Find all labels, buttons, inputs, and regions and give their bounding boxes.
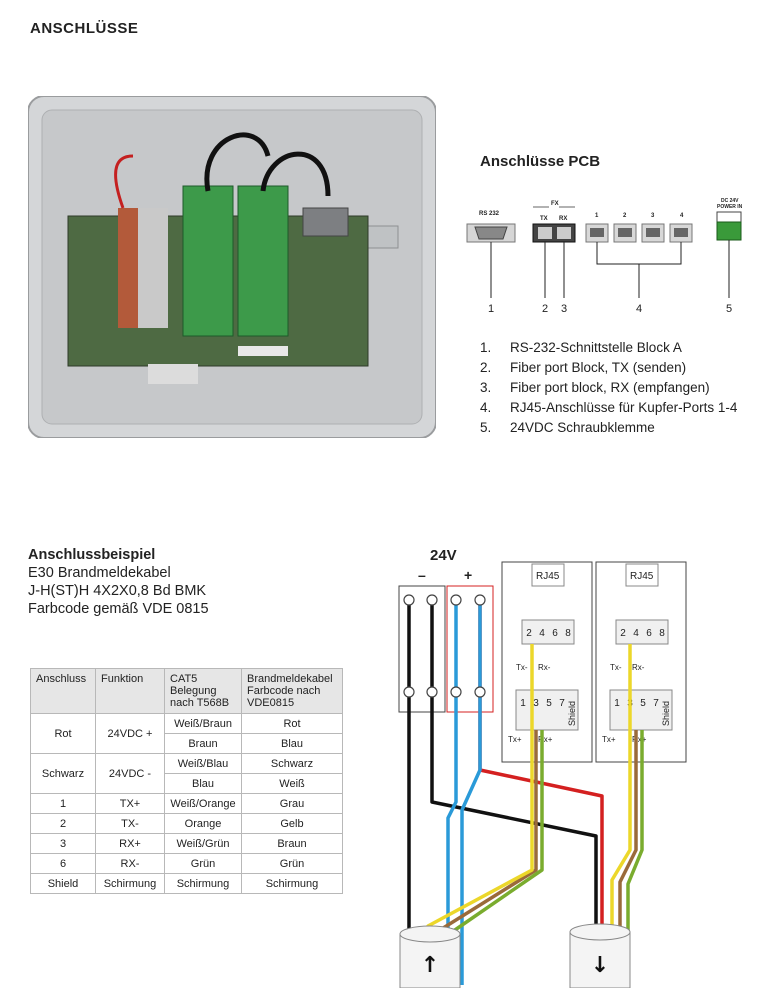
minus-label: – [418,567,426,583]
dc-label: DC 24V [721,198,739,204]
port-3-label: 3 [651,213,655,219]
svg-text:4: 4 [539,628,545,639]
svg-text:Shield: Shield [567,701,577,726]
example-heading: Anschlussbeispiel [28,547,156,563]
svg-text:8: 8 [659,628,665,639]
pcb-connector-diagram: RS 232 FX TX RX 1 2 3 4 DC 24V POWER IN … [466,198,743,315]
callout-1: 1 [488,303,494,315]
svg-text:7: 7 [559,698,565,709]
svg-text:3: 3 [533,698,539,709]
svg-text:Tx+: Tx+ [602,735,616,744]
rx-label: RX [559,216,567,222]
svg-text:6: 6 [646,628,652,639]
example-line: E30 Brandmeldekabel [28,565,171,581]
col-header: Brandmeldekabel Farbcode nach VDE0815 [241,668,343,714]
plus-label: + [464,567,472,583]
svg-text:Rx-: Rx- [538,663,551,672]
example-block: Anschlussbeispiel E30 Brandmeldekabel J-… [28,546,209,618]
page-title: ANSCHLÜSSE [30,20,139,37]
pcb-legend-list: 1.RS-232-Schnittstelle Block A 2.Fiber p… [480,338,737,438]
svg-text:5: 5 [546,698,552,709]
callout-4: 4 [636,303,642,315]
svg-text:1: 1 [614,698,620,709]
arrow-down-icon: ↓ [591,953,609,978]
tx-label: TX [540,216,548,222]
svg-text:8: 8 [565,628,571,639]
svg-text:2: 2 [526,628,532,639]
svg-text:Tx-: Tx- [516,663,528,672]
legend-item: 3.Fiber port block, RX (empfangen) [480,380,710,395]
legend-item: 2.Fiber port Block, TX (senden) [480,360,687,375]
svg-text:5: 5 [640,698,646,709]
svg-text:1: 1 [520,698,526,709]
legend-item: 4.RJ45-Anschlüsse für Kupfer-Ports 1-4 [480,400,738,415]
rj45-label: RJ45 [536,571,560,582]
svg-text:4: 4 [633,628,639,639]
svg-text:Shield: Shield [661,701,671,726]
svg-text:Rx+: Rx+ [538,735,553,744]
svg-text:2: 2 [620,628,626,639]
legend-item: 1.RS-232-Schnittstelle Block A [480,340,682,355]
arrow-up-icon: ↑ [421,953,439,978]
callout-3: 3 [561,303,567,315]
port-2-label: 2 [623,213,627,219]
svg-text:7: 7 [653,698,659,709]
port-1-label: 1 [595,213,599,219]
rs232-label: RS 232 [479,211,500,217]
callout-5: 5 [726,303,732,315]
svg-text:6: 6 [552,628,558,639]
pcb-title: Anschlüsse PCB [480,153,601,170]
rj45-label: RJ45 [630,571,654,582]
power-in-label: POWER IN [717,204,743,210]
col-header: Anschluss [30,668,96,714]
legend-item: 5.24VDC Schraubklemme [480,420,655,435]
connection-table: Anschluss Funktion CAT5 Belegung nach T5… [30,668,343,894]
table-row: Schwarz 24VDC - Weiß/Blau Schwarz [30,753,343,794]
svg-text:Tx-: Tx- [610,663,622,672]
col-header: Funktion [95,668,165,714]
svg-text:Rx+: Rx+ [632,735,647,744]
col-header: CAT5 Belegung nach T568B [164,668,242,714]
example-line: Farbcode gemäß VDE 0815 [28,601,209,617]
enclosure-photo [28,96,436,438]
svg-text:Tx+: Tx+ [508,735,522,744]
table-row: Rot 24VDC + Weiß/Braun Rot [30,713,343,754]
fx-label: FX [551,201,559,207]
svg-text:Rx-: Rx- [632,663,645,672]
wiring-title: 24V [430,547,457,564]
example-line: J-H(ST)H 4X2X0,8 Bd BMK [28,583,207,599]
callout-2: 2 [542,303,548,315]
port-4-label: 4 [680,213,684,219]
